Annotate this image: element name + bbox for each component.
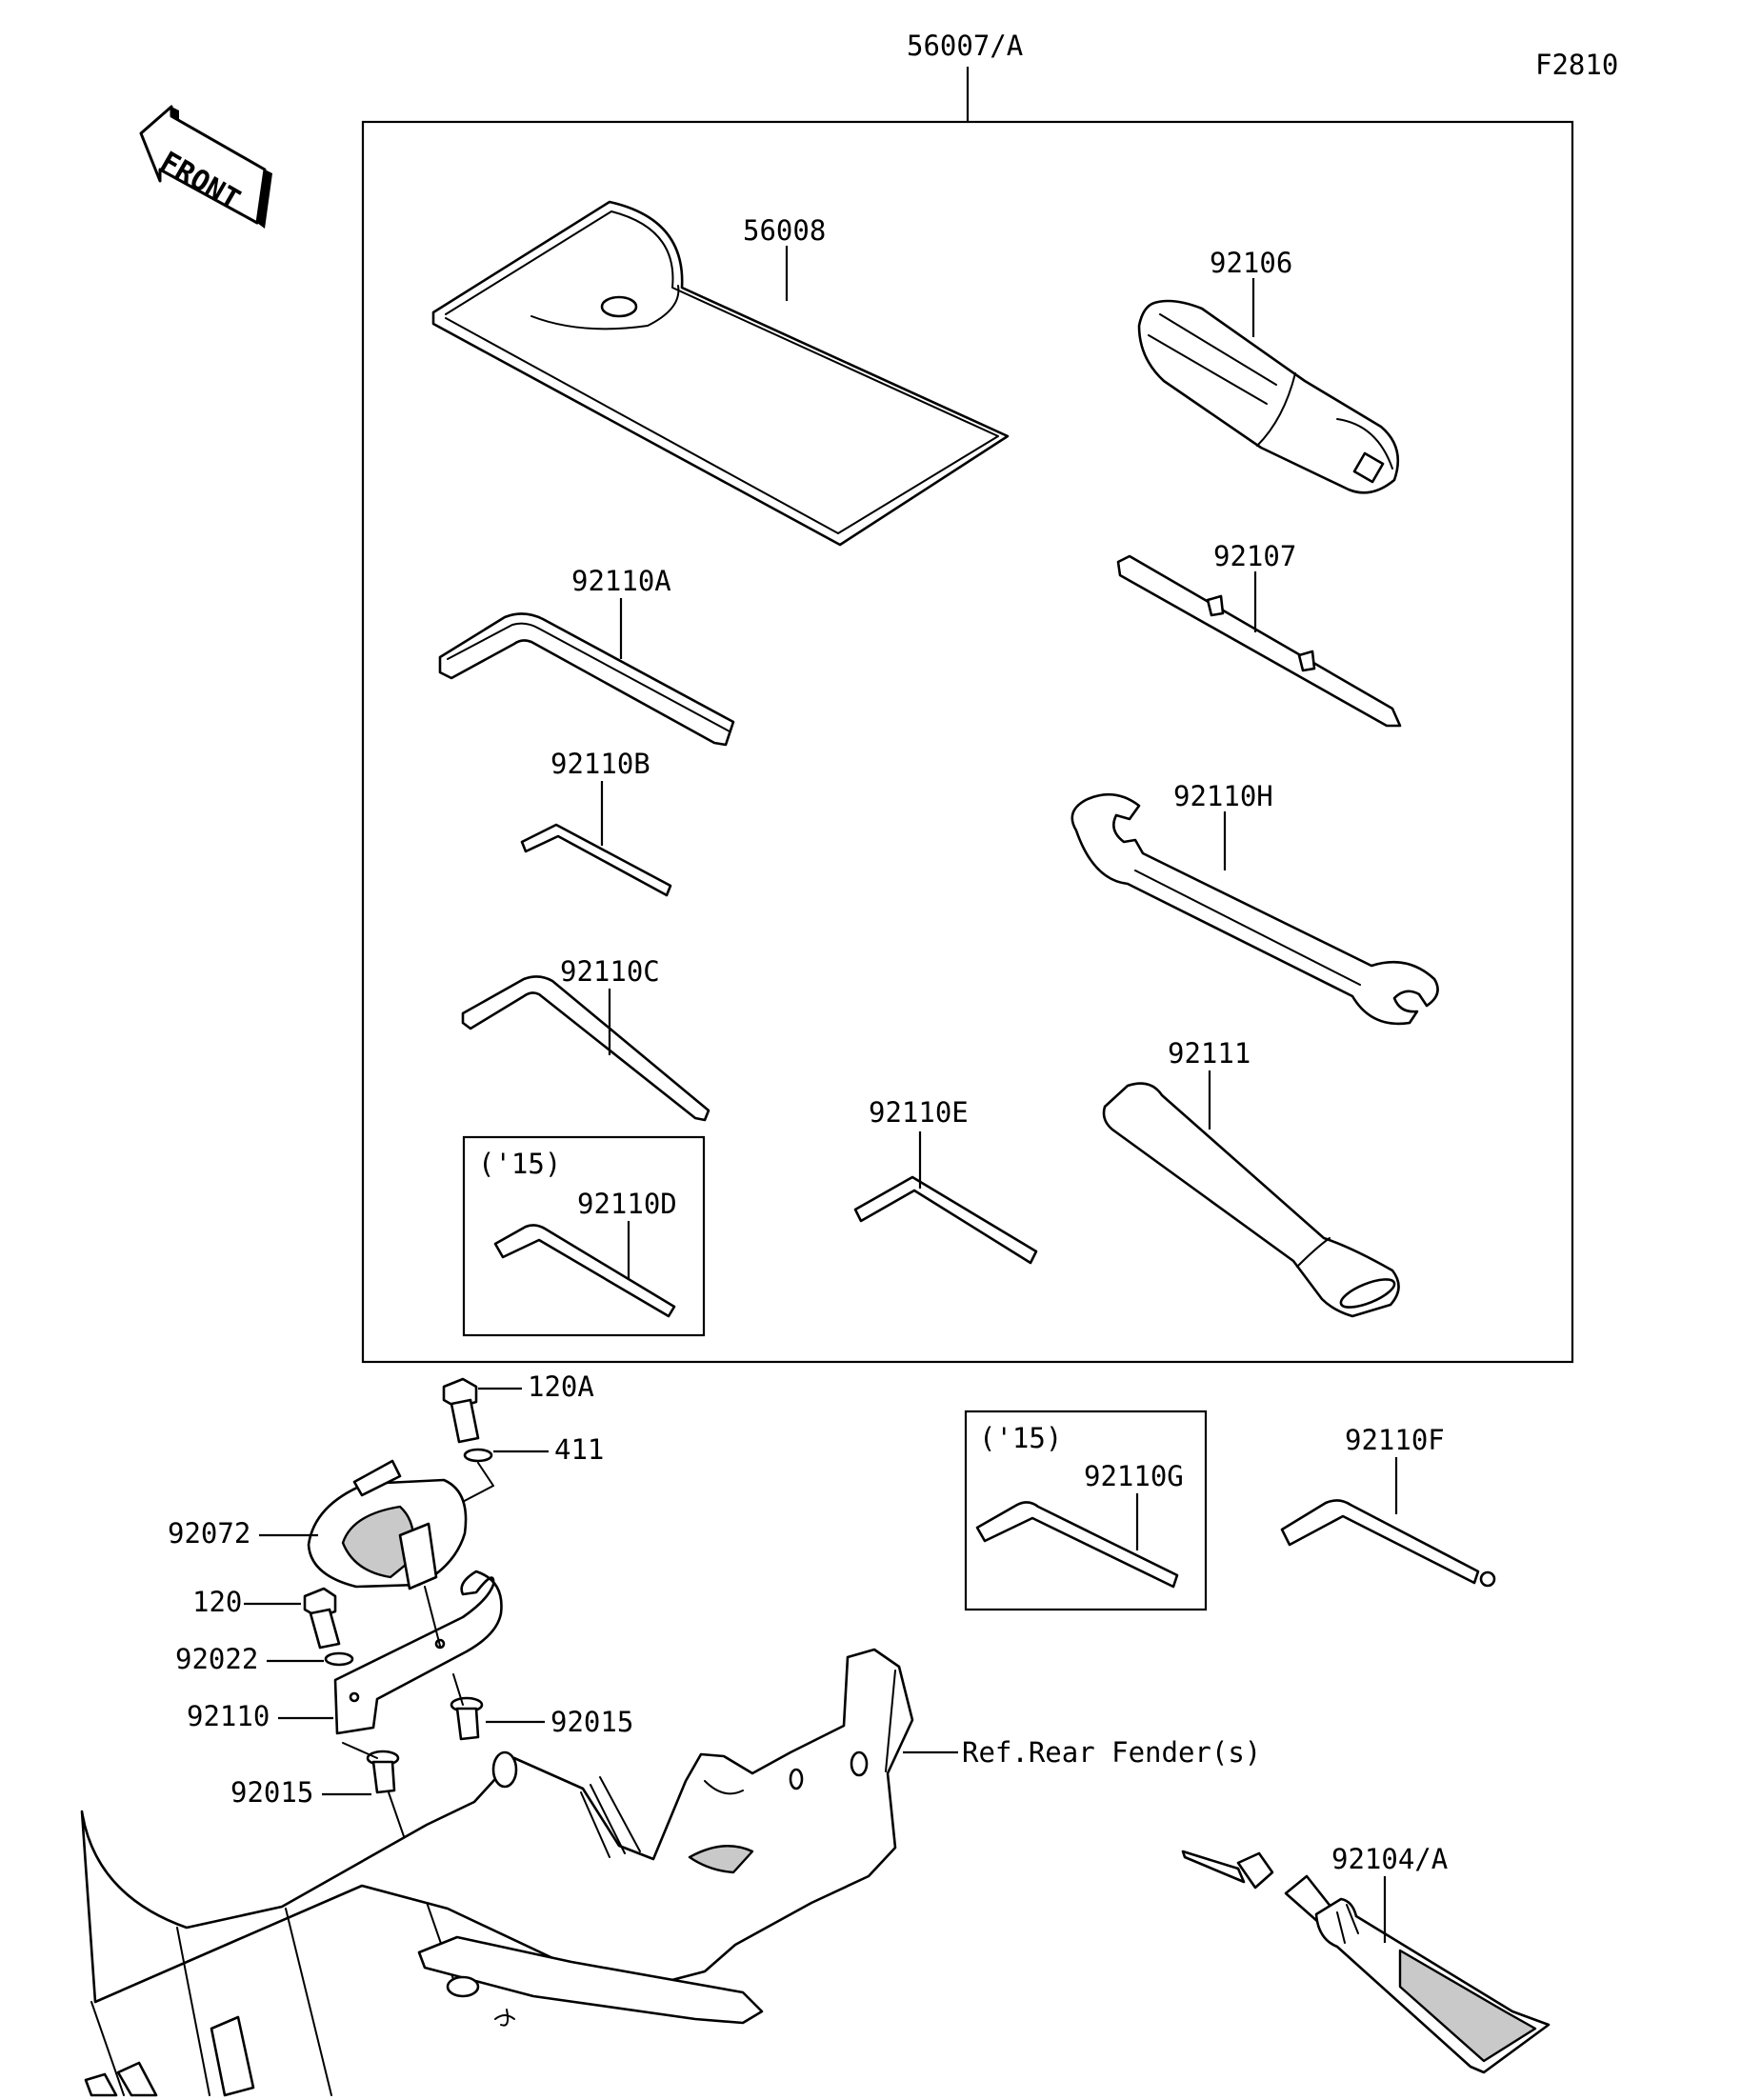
washer-411	[463, 1448, 493, 1463]
hex-wrench-c	[461, 975, 710, 1122]
hex-wrench-d	[493, 1224, 676, 1318]
label-collar-left: 92015	[230, 1776, 313, 1809]
label-holder: 92072	[168, 1517, 250, 1550]
kit-label: 56007/A	[907, 30, 1023, 62]
hex-wrench-e	[853, 1175, 1038, 1265]
label-hex-e: 92110E	[869, 1096, 969, 1129]
year-box-inner	[462, 1135, 706, 1337]
label-washer-411: 411	[554, 1433, 604, 1466]
label-extension: 92111	[1168, 1037, 1251, 1070]
label-hex-c: 92110C	[560, 955, 660, 988]
bolt-120a	[442, 1377, 480, 1444]
label-washer-92022: 92022	[175, 1643, 258, 1675]
label-driver-handle: 92106	[1210, 247, 1292, 279]
year-tag-lower: ('15)	[979, 1422, 1062, 1454]
open-end-wrench-h	[1071, 792, 1439, 1026]
label-wrench-h: 92110H	[1173, 780, 1273, 812]
year-box-lower	[964, 1410, 1208, 1611]
tool-bag	[431, 200, 1010, 547]
label-collar-right: 92015	[550, 1706, 633, 1738]
label-bolt-120: 120	[192, 1586, 242, 1618]
extension-tube	[1102, 1082, 1400, 1318]
driver-handle	[1137, 299, 1400, 494]
label-bolt-120a: 120A	[528, 1370, 594, 1403]
figure-code: F2810	[1535, 49, 1618, 81]
collar-left	[366, 1750, 400, 1794]
label-bracket: 92110	[187, 1700, 270, 1732]
grease-tube	[1181, 1850, 1551, 2074]
label-grease: 92104/A	[1331, 1843, 1448, 1875]
label-hex-d: 92110D	[577, 1188, 677, 1220]
washer-92022	[324, 1651, 354, 1667]
label-hex-b: 92110B	[550, 748, 650, 780]
label-hex-a: 92110A	[571, 565, 671, 597]
assembly-lines	[342, 1586, 464, 1986]
bolt-120	[303, 1587, 341, 1650]
rear-fender	[80, 1648, 914, 2097]
label-ref-rear-fender: Ref.Rear Fender(s)	[962, 1736, 1261, 1769]
hex-wrench-f	[1280, 1499, 1496, 1588]
holder-bracket	[333, 1570, 503, 1735]
year-tag-inner: ('15)	[478, 1148, 561, 1180]
collar-right	[450, 1696, 484, 1741]
hex-wrench-b	[520, 823, 672, 897]
tool-kit-frame	[361, 120, 1574, 1364]
hex-wrench-a	[438, 612, 735, 747]
label-hex-f: 92110F	[1345, 1424, 1445, 1456]
label-bag: 56008	[743, 214, 826, 247]
hex-wrench-g	[975, 1501, 1179, 1589]
assembly-line-411	[452, 1462, 494, 1508]
tool-holder	[307, 1459, 468, 1590]
label-hex-g: 92110G	[1084, 1460, 1184, 1492]
label-driver-bit: 92107	[1213, 540, 1296, 572]
driver-bit	[1116, 554, 1402, 728]
front-arrow-icon: FRONT	[139, 105, 272, 229]
